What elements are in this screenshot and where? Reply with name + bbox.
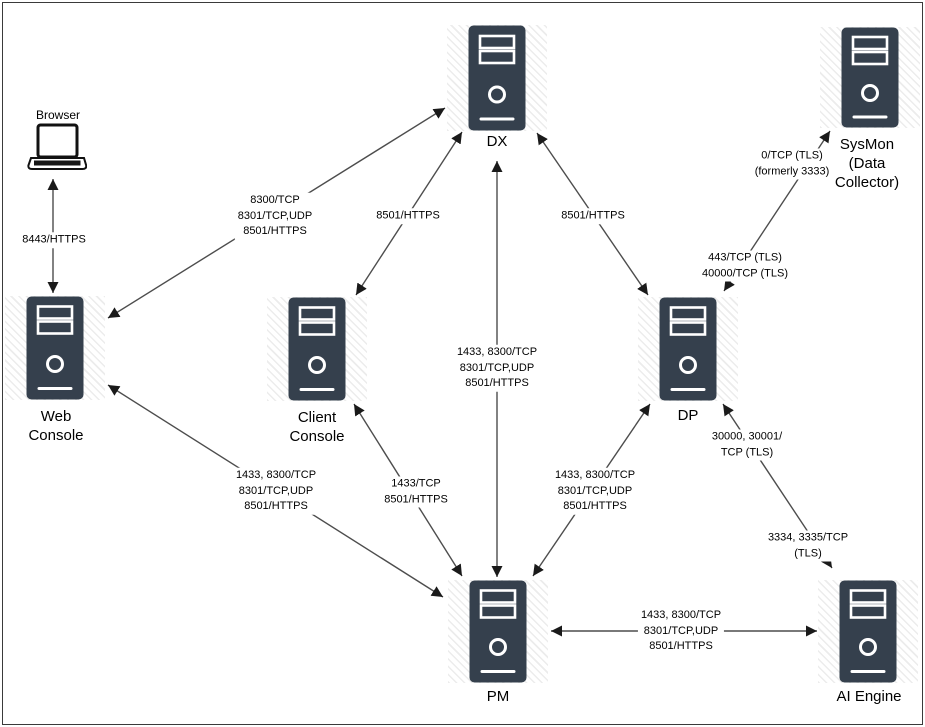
node-label-pm: PM	[486, 688, 510, 705]
server-icon-web-console	[26, 296, 84, 400]
edge-label-web-console-pm: 1433, 8300/TCP 8301/TCP,UDP 8501/HTTPS	[232, 467, 320, 515]
server-icon-dp	[659, 297, 717, 401]
laptop-icon	[27, 123, 88, 170]
server-icon-sysmon	[841, 27, 899, 128]
node-client-console	[267, 297, 367, 401]
edge-label-dp-pm: 1433, 8300/TCP 8301/TCP,UDP 8501/HTTPS	[551, 467, 639, 515]
node-label-sysmon: SysMon (Data Collector)	[834, 136, 900, 191]
edge-label-client-console-pm: 1433/TCP 8501/HTTPS	[381, 476, 451, 508]
node-dx	[447, 25, 547, 131]
edge-label-dx-pm: 1433, 8300/TCP 8301/TCP,UDP 8501/HTTPS	[453, 344, 541, 392]
edge-label-dp-ai-engine-upper: 30000, 30001/ TCP (TLS)	[708, 429, 786, 461]
edge-label-browser-web-console: 8443/HTTPS	[19, 232, 89, 248]
server-icon-client-console	[288, 297, 346, 401]
node-sysmon	[820, 27, 920, 128]
node-label-dx: DX	[486, 133, 508, 150]
node-pm	[448, 580, 548, 683]
node-label-client-console: Client Console	[289, 409, 345, 445]
node-label-ai-engine: AI Engine	[836, 688, 902, 705]
edge-label-dp-sysmon-upper: 0/TCP (TLS) (formerly 3333)	[751, 148, 833, 180]
server-icon-dx	[468, 25, 526, 131]
node-label-browser: Browser	[35, 108, 81, 122]
edge-label-pm-ai-engine: 1433, 8300/TCP 8301/TCP,UDP 8501/HTTPS	[637, 607, 725, 655]
edge-label-dx-dp: 8501/HTTPS	[558, 208, 628, 224]
node-label-web-console: Web Console	[28, 408, 84, 444]
server-icon-pm	[469, 580, 527, 683]
node-label-dp: DP	[677, 407, 699, 424]
edge-label-web-console-dx: 8300/TCP 8301/TCP,UDP 8501/HTTPS	[234, 192, 316, 240]
edge-label-dp-sysmon-lower: 443/TCP (TLS) 40000/TCP (TLS)	[698, 250, 792, 282]
node-web-console	[5, 296, 105, 400]
node-ai-engine	[818, 580, 918, 683]
edge-label-dp-ai-engine-lower: 3334, 3335/TCP (TLS)	[764, 530, 852, 562]
edge-label-client-console-dx: 8501/HTTPS	[373, 208, 443, 224]
node-dp	[638, 297, 738, 401]
node-browser	[27, 123, 88, 173]
server-icon-ai-engine	[839, 580, 897, 683]
